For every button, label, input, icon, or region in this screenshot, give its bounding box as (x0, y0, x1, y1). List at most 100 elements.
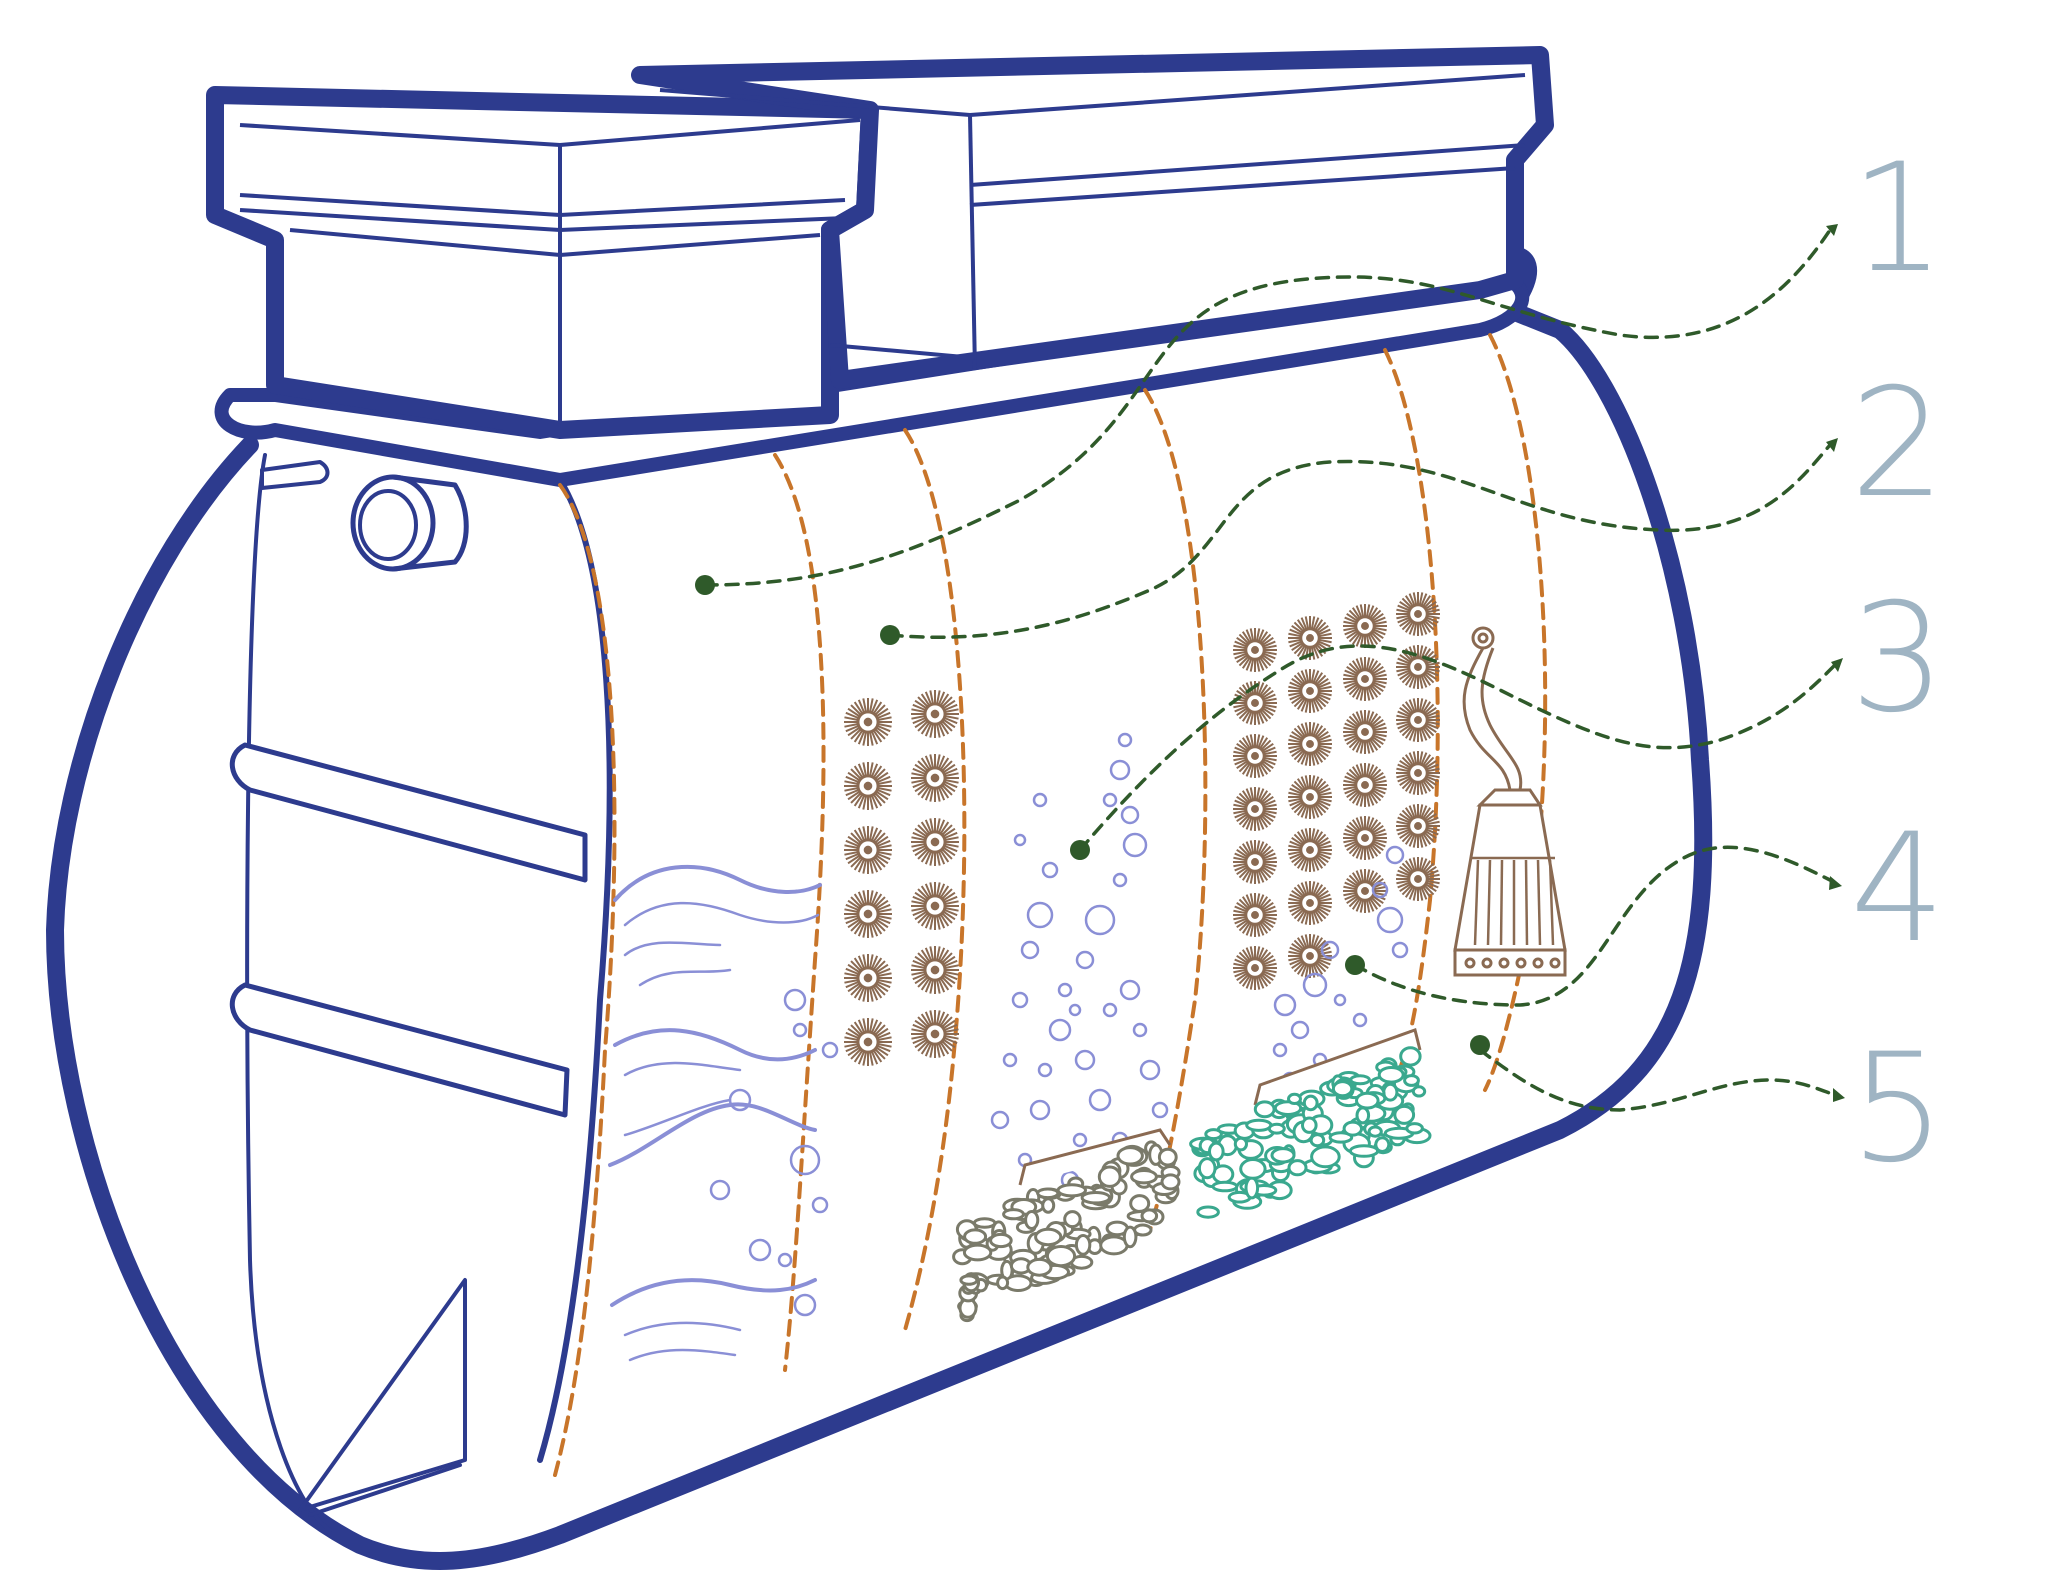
brush-disc (844, 762, 892, 810)
pebble (1160, 1173, 1181, 1191)
pebble (1301, 1116, 1318, 1134)
callout-2: 2 (1850, 357, 1945, 531)
pebble (1024, 1210, 1040, 1230)
bubble (1371, 881, 1389, 899)
pebble (1411, 1085, 1427, 1098)
pebble (1328, 1131, 1354, 1144)
bubble (1013, 833, 1027, 847)
brush-disc (1343, 604, 1387, 648)
brush-disc (911, 1010, 959, 1058)
partition-2 (903, 428, 967, 1332)
brush-media (844, 592, 1440, 1066)
bubble (1084, 904, 1116, 936)
bubble (1132, 1022, 1148, 1038)
bubble (1037, 1062, 1053, 1078)
tank-baffle-base (308, 1463, 462, 1517)
hatch-right-rim2 (969, 166, 1516, 207)
vent-tube (260, 460, 330, 490)
brush-disc (1396, 698, 1440, 742)
brush-disc (844, 1018, 892, 1066)
inlet-pipe-bore (358, 489, 418, 561)
bubble (1011, 991, 1029, 1009)
leader-5 (1478, 1048, 1837, 1112)
pebble (1331, 1080, 1354, 1098)
hatches (206, 46, 1554, 439)
bubble (1119, 979, 1141, 1001)
callout-numbers: 1 2 3 4 5 (1850, 132, 1945, 1196)
pebble (1310, 1145, 1341, 1169)
brush-disc (1343, 710, 1387, 754)
pebble (1097, 1165, 1122, 1188)
bubble (1273, 993, 1297, 1017)
leader-1 (703, 228, 1832, 587)
callout-3: 3 (1850, 572, 1945, 746)
pebble (1026, 1257, 1053, 1277)
air-bubbles (709, 732, 1409, 1317)
dot-5 (1470, 1035, 1490, 1055)
pebble (1377, 1066, 1405, 1084)
pebble (1405, 1122, 1424, 1135)
brush-disc (911, 946, 959, 994)
partition-5 (1483, 333, 1548, 1092)
hatch-left-neck (289, 228, 821, 257)
bubble (1112, 872, 1128, 888)
brush-disc (1233, 628, 1277, 672)
inlet-pipe-side (390, 474, 469, 572)
hatch-right-frame (631, 46, 1554, 389)
bubble (1117, 732, 1133, 748)
leader-2 (888, 443, 1832, 639)
pebble (1063, 1210, 1082, 1229)
pebble (1233, 1136, 1249, 1152)
pebble (963, 1228, 988, 1245)
partition-1 (773, 453, 826, 1372)
pebble (1157, 1147, 1178, 1167)
bubble (1122, 832, 1148, 858)
brush-disc (1343, 869, 1387, 913)
gravel-bed (952, 1140, 1181, 1323)
brush-disc (911, 818, 959, 866)
bubble (777, 1252, 793, 1268)
bubble (1120, 805, 1140, 825)
bubble (1139, 1059, 1161, 1081)
partition-4 (1383, 348, 1440, 1082)
pebble (1244, 1176, 1260, 1200)
pebble (1348, 1144, 1380, 1158)
brush-disc (1233, 787, 1277, 831)
brush-disc (1288, 616, 1332, 660)
bubble (1029, 1099, 1051, 1121)
brush-disc (1288, 881, 1332, 925)
pebble (1342, 1120, 1364, 1137)
bubble (793, 1293, 817, 1317)
pebble (1002, 1208, 1025, 1221)
bubble (1151, 1101, 1169, 1119)
callout-1: 1 (1850, 132, 1945, 306)
bubble (1074, 1049, 1096, 1071)
brush-disc (1396, 645, 1440, 689)
pebble (1130, 1169, 1158, 1185)
pebble (1374, 1136, 1391, 1153)
bubble (783, 988, 807, 1012)
leader-4 (1353, 845, 1832, 1007)
bubble (1333, 993, 1347, 1007)
bubble (1376, 906, 1404, 934)
bubble (748, 1238, 772, 1262)
leader-3 (1078, 644, 1837, 852)
bubble (1048, 1018, 1072, 1042)
pebble (1045, 1245, 1077, 1268)
pebble (1367, 1125, 1383, 1138)
pebble (972, 1217, 997, 1229)
bubble (1026, 901, 1054, 929)
pebble (1355, 1091, 1380, 1110)
bubble (1290, 1020, 1310, 1040)
pebble (1080, 1191, 1112, 1205)
hatch-right-rim (969, 143, 1526, 187)
bubble (1352, 1012, 1368, 1028)
brush-disc (1233, 893, 1277, 937)
pebble (1208, 1141, 1225, 1162)
brush-disc (1233, 681, 1277, 725)
pebble (1211, 1180, 1239, 1193)
dot-4 (1345, 955, 1365, 975)
hatch-right-inner (829, 343, 976, 360)
zeolite-tray (1253, 1028, 1422, 1106)
brush-disc (1288, 775, 1332, 819)
